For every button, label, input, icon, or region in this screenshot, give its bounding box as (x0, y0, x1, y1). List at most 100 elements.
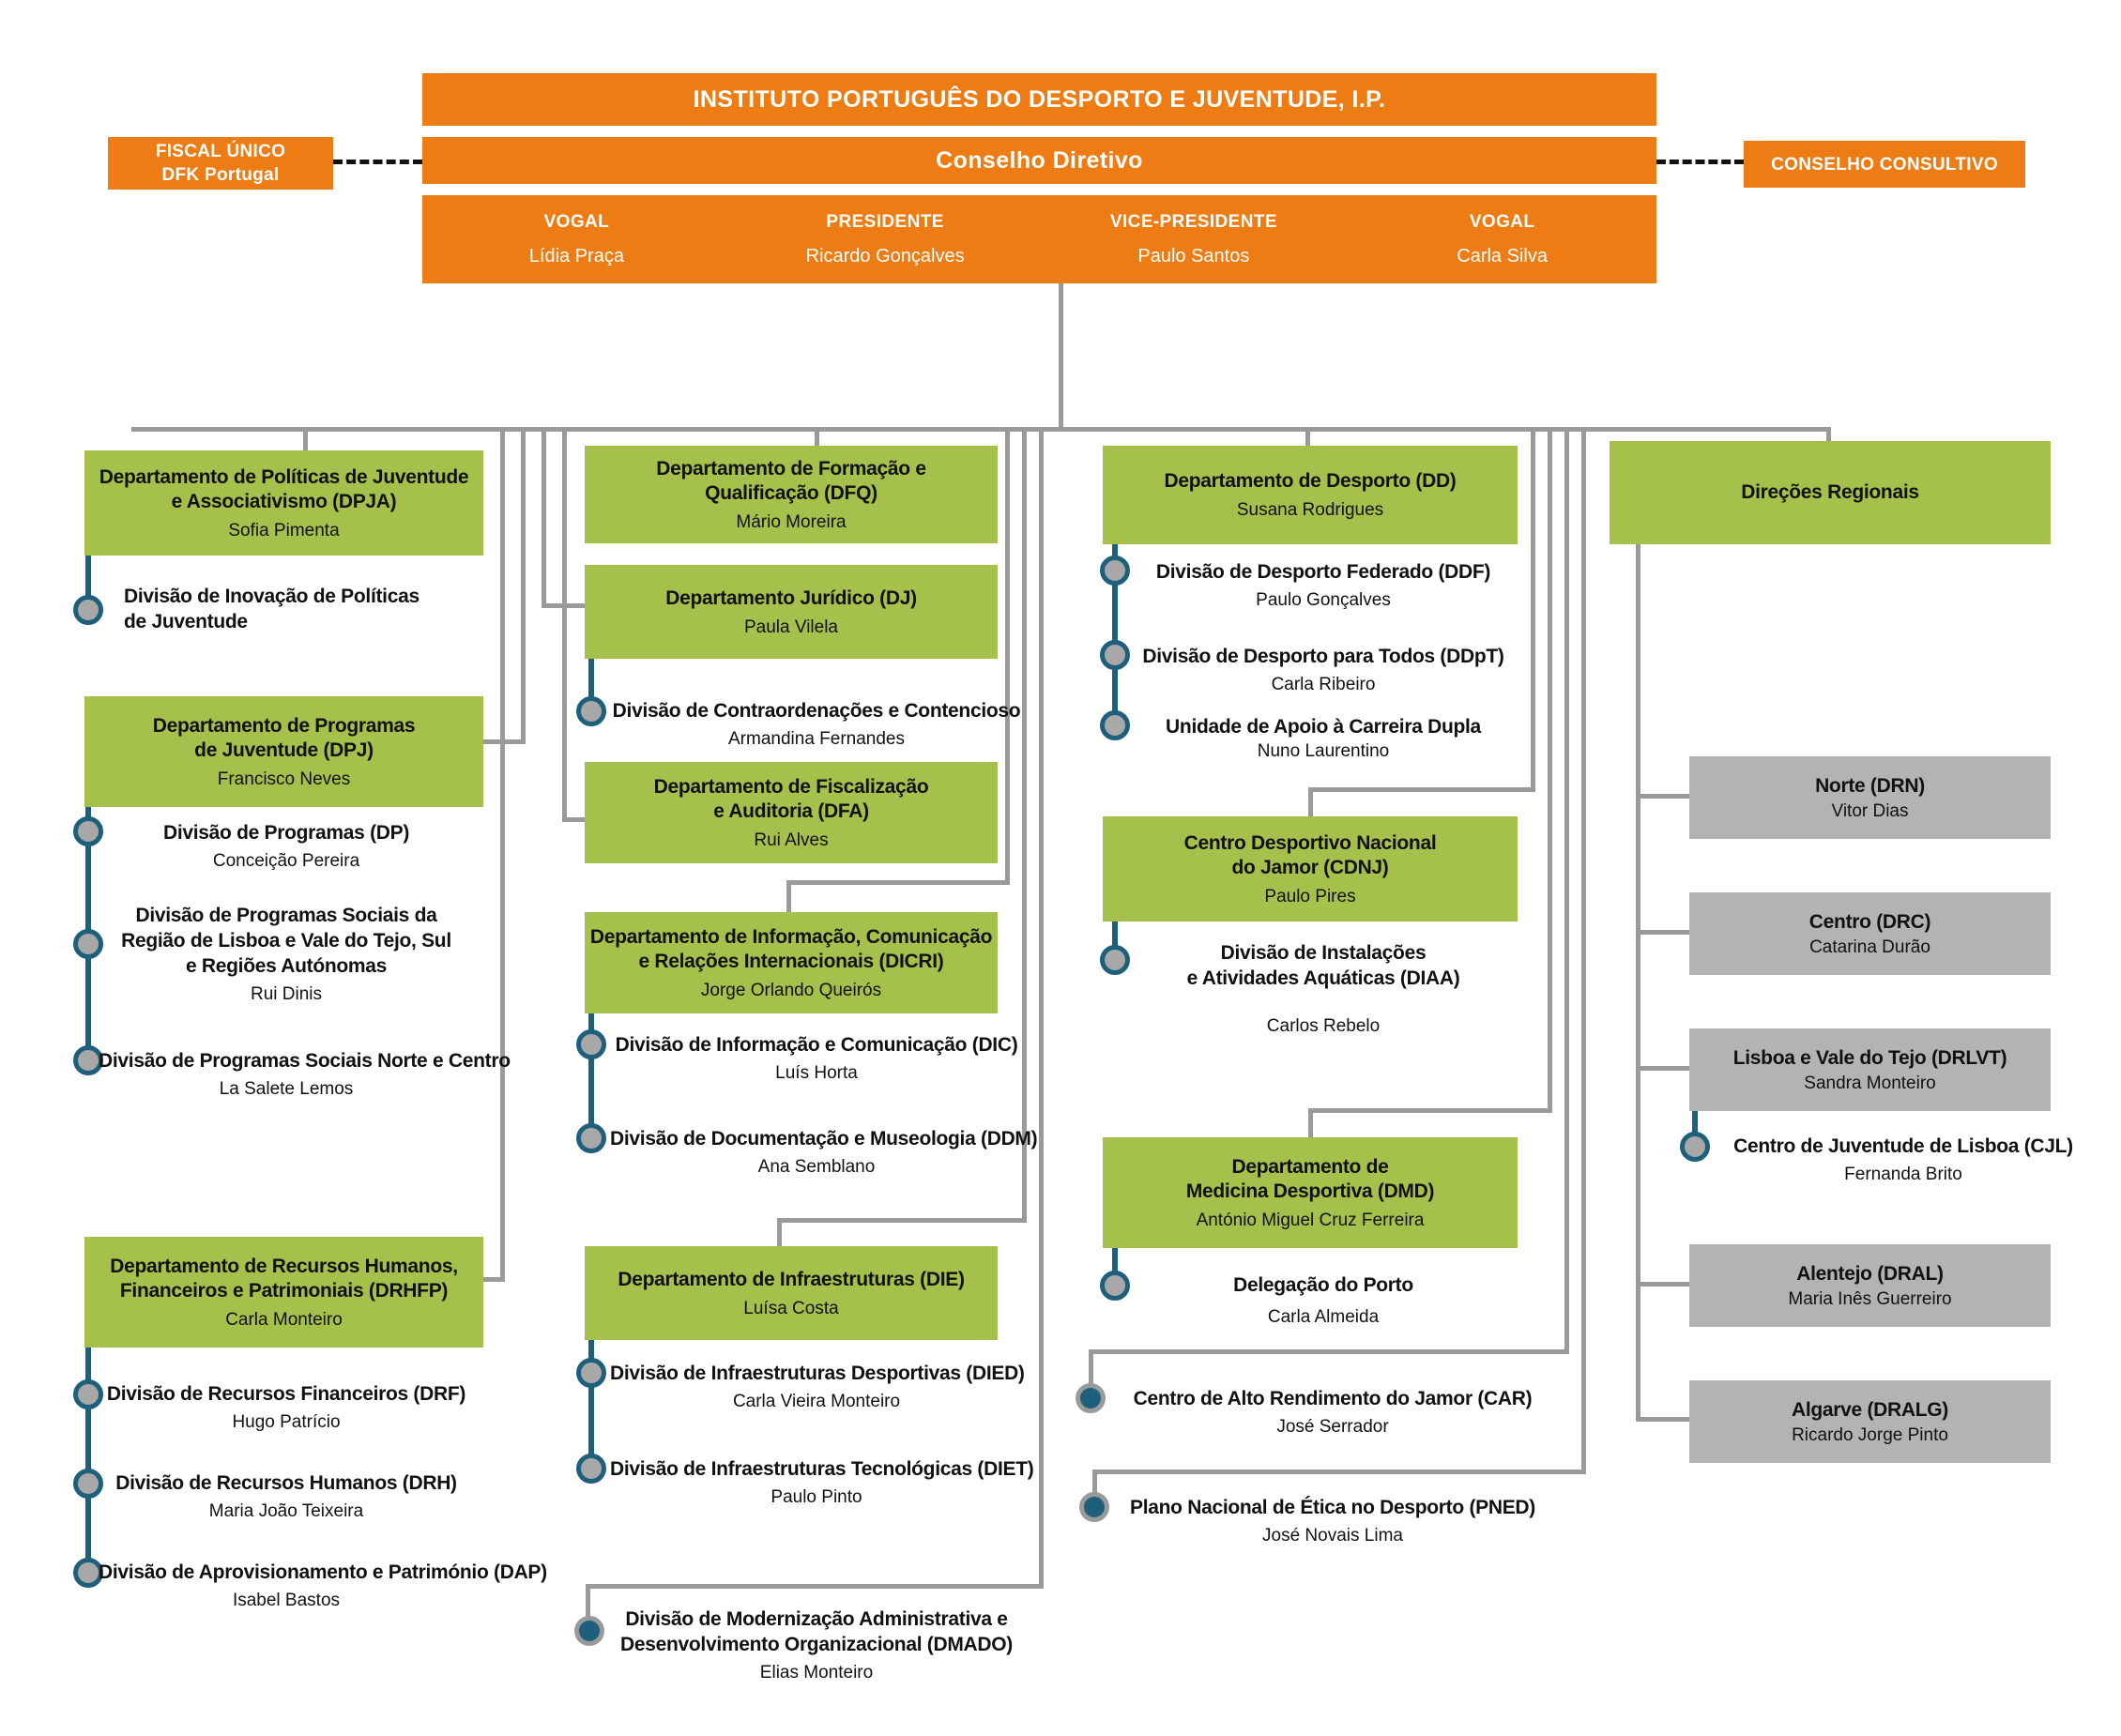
connector-board-to-bus (1059, 283, 1063, 427)
division-label: Divisão de Inovação de Políticas de Juve… (124, 586, 420, 632)
connector-elbow-dmado (586, 1584, 1044, 1589)
dept-head: Jorge Orlando Queirós (700, 980, 882, 1000)
division-label: Divisão de Programas Sociais Norte e Cen… (99, 1050, 511, 1072)
division-head: José Novais Lima (1262, 1526, 1403, 1546)
dept-title: Centro Desportivo Nacional do Jamor (CDN… (1183, 831, 1437, 878)
member-role: VOGAL (543, 211, 610, 232)
dept-title: Departamento Jurídico (DJ) (665, 586, 917, 609)
division-dcc: Divisão de Contraordenações e Contencios… (610, 698, 1023, 750)
connector-elbow-pned (1092, 1470, 1586, 1474)
board-member: VICE-PRESIDENTE Paulo Santos (1040, 195, 1349, 283)
division-label: Unidade de Apoio à Carreira Dupla (1166, 716, 1481, 738)
connector-trunk-drhfp (500, 427, 505, 1281)
division-label: Divisão de Informação e Comunicação (DIC… (615, 1034, 1018, 1056)
division-label: Divisão de Desporto Federado (DDF) (1155, 561, 1491, 583)
connector-drop-die (777, 1218, 782, 1246)
dept-head: Paula Vilela (743, 617, 838, 637)
dept-title: Departamento de Recursos Humanos, Financ… (110, 1255, 458, 1302)
division-head: La Salete Lemos (219, 1079, 354, 1099)
connector-elbow-car (1089, 1349, 1569, 1354)
member-name: Paulo Santos (1137, 245, 1250, 266)
node-dot-dark (574, 1616, 604, 1646)
member-role: VOGAL (1469, 211, 1535, 232)
division-label: Divisão de Contraordenações e Contencios… (612, 700, 1021, 722)
connector-drop-car (1089, 1349, 1093, 1385)
division-label: Divisão de Recursos Humanos (DRH) (115, 1472, 457, 1494)
fiscal-box: FISCAL ÚNICO DFK Portugal (108, 137, 333, 190)
connector-bus (131, 427, 1830, 432)
division-head: Maria João Teixeira (208, 1501, 364, 1521)
connector-elbow-drhfp (479, 1277, 505, 1282)
fiscal-label: FISCAL ÚNICO DFK Portugal (155, 142, 286, 185)
region-head: Maria Inês Guerreiro (1788, 1288, 1952, 1309)
connector-drop-cdnj (1308, 787, 1313, 816)
node-dot (73, 929, 103, 959)
division-ipj: Divisão de Inovação de Políticas de Juve… (124, 584, 490, 634)
connector-drop-dmd (1308, 1108, 1313, 1137)
division-ddm: Divisão de Documentação e Museologia (DD… (610, 1126, 1038, 1178)
member-name: Carla Silva (1457, 245, 1548, 266)
region-head: Catarina Durão (1809, 937, 1930, 957)
division-label: Divisão de Desporto para Todos (DDpT) (1142, 646, 1504, 667)
division-diaa: Divisão de Instalações e Atividades Aquá… (1136, 940, 1511, 1037)
connector-elbow-dicri (786, 880, 1010, 885)
division-label: Divisão de Aprovisionamento e Património… (99, 1561, 547, 1583)
node-dot (1100, 710, 1130, 740)
dept-cdnj: Centro Desportivo Nacional do Jamor (CDN… (1103, 816, 1518, 921)
division-dps-lvt: Divisão de Programas Sociais da Região d… (99, 903, 474, 1005)
division-head: José Serrador (1276, 1417, 1389, 1437)
division-dps-nc: Divisão de Programas Sociais Norte e Cen… (99, 1048, 511, 1100)
node-dot (1100, 945, 1130, 975)
division-head: Armandina Fernandes (728, 729, 905, 749)
connector-stub-dd (1305, 427, 1310, 446)
board-title: Conselho Diretivo (936, 146, 1143, 174)
region-title: Centro (DRC) (1808, 910, 1931, 933)
connector-teal (588, 1340, 594, 1470)
division-cjl: Centro de Juventude de Lisboa (CJL) Fern… (1716, 1134, 2091, 1185)
connector-elbow-cdnj (1308, 787, 1535, 792)
node-dot (73, 816, 103, 846)
board-box: Conselho Diretivo (422, 137, 1656, 184)
division-head: Luís Horta (775, 1063, 858, 1083)
division-dmado: Divisão de Modernização Administrativa e… (610, 1607, 1023, 1683)
dept-dpja: Departamento de Políticas de Juventude e… (84, 450, 483, 556)
division-label: Divisão de Instalações e Atividades Aquá… (1186, 942, 1460, 989)
dept-title: Departamento de Fiscalização e Auditoria… (653, 775, 929, 822)
connector-teal (85, 1348, 91, 1578)
node-dot (1680, 1132, 1710, 1162)
region-head: Sandra Monteiro (1804, 1073, 1936, 1093)
connector-teal (1692, 1111, 1698, 1150)
dept-title: Departamento de Políticas de Juventude e… (99, 465, 469, 512)
connector-trunk-dmd (1548, 427, 1552, 1112)
dept-head: Sofia Pimenta (228, 520, 340, 541)
division-head: Ana Semblano (757, 1157, 876, 1177)
connector-trunk-regions (1636, 544, 1640, 1422)
division-head: Carla Vieira Monteiro (732, 1392, 901, 1411)
connector-drop-dmado (586, 1584, 590, 1618)
division-head: Rui Dinis (250, 984, 323, 1004)
division-dp: Divisão de Programas (DP) Conceição Pere… (99, 820, 474, 872)
division-label: Centro de Alto Rendimento do Jamor (CAR) (1133, 1388, 1533, 1409)
dept-head: Carla Monteiro (225, 1309, 343, 1330)
node-dot (73, 1558, 103, 1588)
connector-teal (1112, 1248, 1118, 1289)
node-dot-dark (1079, 1492, 1109, 1522)
division-label: Divisão de Recursos Financeiros (DRF) (106, 1383, 466, 1405)
division-label: Divisão de Programas Sociais da Região d… (121, 905, 451, 977)
dept-title: Departamento de Programas de Juventude (… (152, 714, 416, 761)
dept-dicri: Departamento de Informação, Comunicação … (585, 912, 998, 1013)
connector-trunk-dj (542, 427, 546, 607)
connector-trunk-dfa (562, 427, 567, 821)
dept-head: Rui Alves (754, 830, 829, 850)
connector-trunk-die (1022, 427, 1027, 1222)
node-dot (73, 1045, 103, 1075)
dept-head: Francisco Neves (217, 769, 351, 789)
connector-teal (1112, 544, 1118, 729)
dept-dd: Departamento de Desporto (DD) Susana Rod… (1103, 446, 1518, 544)
division-label: Divisão de Infraestruturas Tecnológicas … (610, 1458, 1034, 1480)
connector-stub-dr (1826, 427, 1831, 441)
node-dot (73, 1469, 103, 1499)
connector-elbow-dfa (562, 817, 585, 822)
member-role: PRESIDENTE (826, 211, 944, 232)
